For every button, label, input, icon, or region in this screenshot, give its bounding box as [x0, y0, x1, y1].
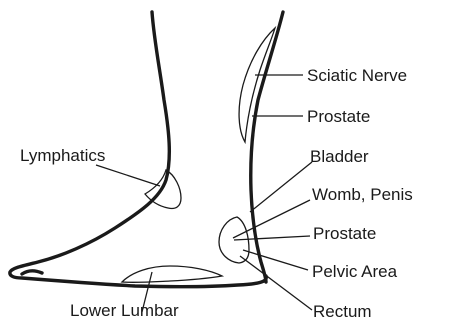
lower-lumbar-zone [122, 266, 222, 282]
label-prostate-upper: Prostate [307, 107, 370, 126]
label-pelvic-area: Pelvic Area [312, 262, 398, 281]
toe-outline [22, 271, 42, 274]
label-womb-penis: Womb, Penis [312, 185, 413, 204]
label-lower-lumbar: Lower Lumbar [70, 301, 179, 320]
label-sciatic-nerve: Sciatic Nerve [307, 66, 407, 85]
pelvic-area-leader [243, 250, 308, 270]
label-bladder: Bladder [310, 147, 369, 166]
label-lymphatics: Lymphatics [20, 146, 105, 165]
label-rectum: Rectum [313, 302, 372, 321]
lymphatics-leader [96, 165, 160, 186]
bladder-leader [250, 162, 312, 212]
sciatic-nerve-zone [239, 28, 275, 142]
label-prostate-lower: Prostate [313, 224, 376, 243]
womb-penis-leader [233, 200, 310, 238]
prostate-lower-leader [234, 236, 310, 240]
